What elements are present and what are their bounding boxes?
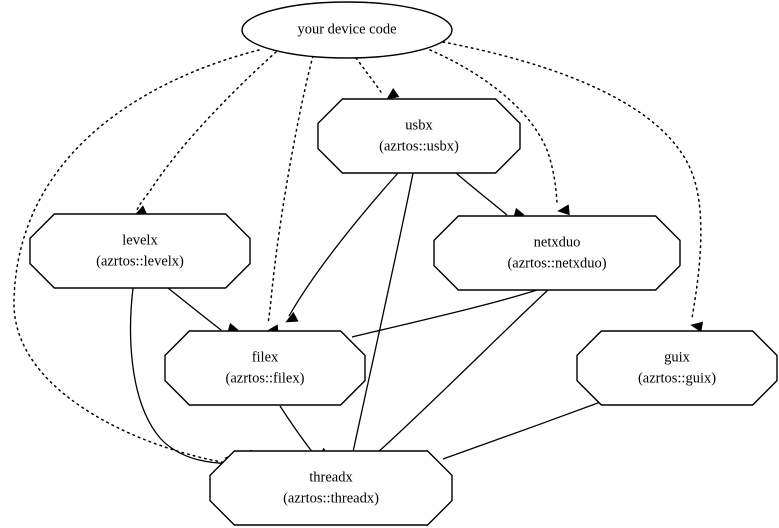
node-shape-octagon[interactable] bbox=[576, 330, 778, 406]
node-label-namespace: (azrtos::levelx) bbox=[96, 253, 184, 269]
node-device[interactable]: your device code bbox=[241, 1, 453, 59]
node-shape-octagon[interactable] bbox=[29, 213, 251, 289]
node-shape-octagon[interactable] bbox=[164, 330, 366, 406]
node-label-primary: threadx bbox=[309, 469, 353, 485]
arrowhead-icon bbox=[285, 311, 299, 323]
edge-line-dotted bbox=[267, 55, 314, 325]
edge-line-solid bbox=[288, 172, 399, 317]
node-label-namespace: (azrtos::guix) bbox=[638, 370, 716, 386]
arrowhead-icon bbox=[690, 321, 704, 333]
node-label-primary: netxduo bbox=[534, 234, 581, 250]
edge-line-solid bbox=[455, 172, 508, 216]
node-shape-octagon[interactable] bbox=[209, 450, 453, 526]
node-levelx[interactable]: levelx(azrtos::levelx) bbox=[29, 213, 251, 289]
edge-line-solid bbox=[351, 289, 538, 338]
node-label-primary: levelx bbox=[122, 232, 158, 248]
edge-device-to-netxduo bbox=[429, 49, 570, 216]
node-label-primary: guix bbox=[664, 349, 691, 365]
nodes-layer: your device codeusbx(azrtos::usbx)levelx… bbox=[29, 1, 778, 526]
node-label-namespace: (azrtos::netxduo) bbox=[507, 255, 606, 271]
arrowhead-icon bbox=[386, 88, 400, 100]
node-label-namespace: (azrtos::usbx) bbox=[379, 138, 459, 154]
edge-line-dotted bbox=[136, 51, 277, 211]
node-threadx[interactable]: threadx(azrtos::threadx) bbox=[209, 450, 453, 526]
edge-line-solid bbox=[352, 172, 414, 453]
arrowhead-icon bbox=[557, 204, 570, 216]
edge-line-dotted bbox=[13, 49, 260, 464]
edge-device-to-guix bbox=[442, 41, 704, 333]
edge-usbx-to-filex bbox=[285, 172, 399, 323]
edge-line-dotted bbox=[429, 49, 558, 204]
edge-line-solid bbox=[442, 399, 607, 460]
node-label-primary: your device code bbox=[297, 21, 396, 37]
edge-line-dotted bbox=[442, 41, 702, 319]
edge-line-solid bbox=[279, 405, 314, 454]
edge-line-solid bbox=[167, 287, 222, 331]
node-label-namespace: (azrtos::filex) bbox=[226, 370, 305, 386]
edge-line-solid bbox=[129, 287, 242, 465]
node-guix[interactable]: guix(azrtos::guix) bbox=[576, 330, 778, 406]
node-shape-octagon[interactable] bbox=[317, 98, 521, 174]
node-netxduo[interactable]: netxduo(azrtos::netxduo) bbox=[433, 215, 681, 291]
node-shape-ellipse[interactable] bbox=[241, 1, 453, 59]
node-shape-octagon[interactable] bbox=[433, 215, 681, 291]
node-label-primary: filex bbox=[252, 349, 279, 365]
edge-device-to-usbx bbox=[355, 57, 400, 100]
node-label-namespace: (azrtos::threadx) bbox=[283, 490, 379, 506]
node-filex[interactable]: filex(azrtos::filex) bbox=[164, 330, 366, 406]
edge-line-solid bbox=[376, 289, 549, 454]
node-usbx[interactable]: usbx(azrtos::usbx) bbox=[317, 98, 521, 174]
node-label-primary: usbx bbox=[405, 117, 433, 133]
